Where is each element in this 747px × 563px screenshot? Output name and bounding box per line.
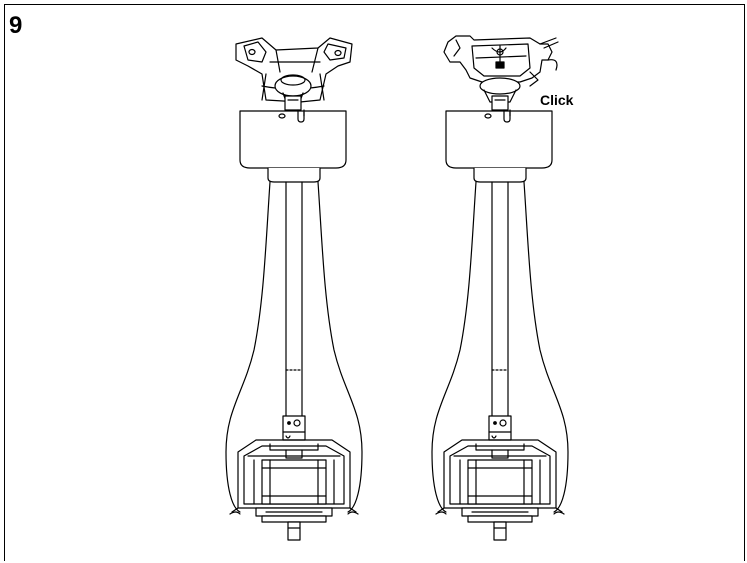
motor-cage [237, 439, 351, 509]
step-number: 9 [9, 12, 23, 39]
rod-coupler [282, 415, 306, 441]
canopy-right [445, 109, 553, 169]
motor-base-right [435, 507, 565, 541]
ball-mount-right [479, 77, 521, 111]
canopy [239, 109, 347, 169]
fan-right: Click [431, 35, 574, 541]
figure-frame [4, 4, 745, 561]
motor-cage-right [443, 439, 557, 509]
mounting-bracket [235, 37, 353, 103]
glass-shade [225, 181, 363, 513]
downrod-right [491, 181, 509, 417]
ball-mount [274, 74, 312, 111]
click-label: Click [540, 92, 574, 108]
rod-coupler-right [488, 415, 512, 441]
hanger-assembly [443, 35, 559, 87]
fan-left [225, 37, 363, 541]
motor-base [229, 507, 359, 541]
glass-shade-right [431, 181, 569, 513]
downrod [285, 181, 303, 417]
